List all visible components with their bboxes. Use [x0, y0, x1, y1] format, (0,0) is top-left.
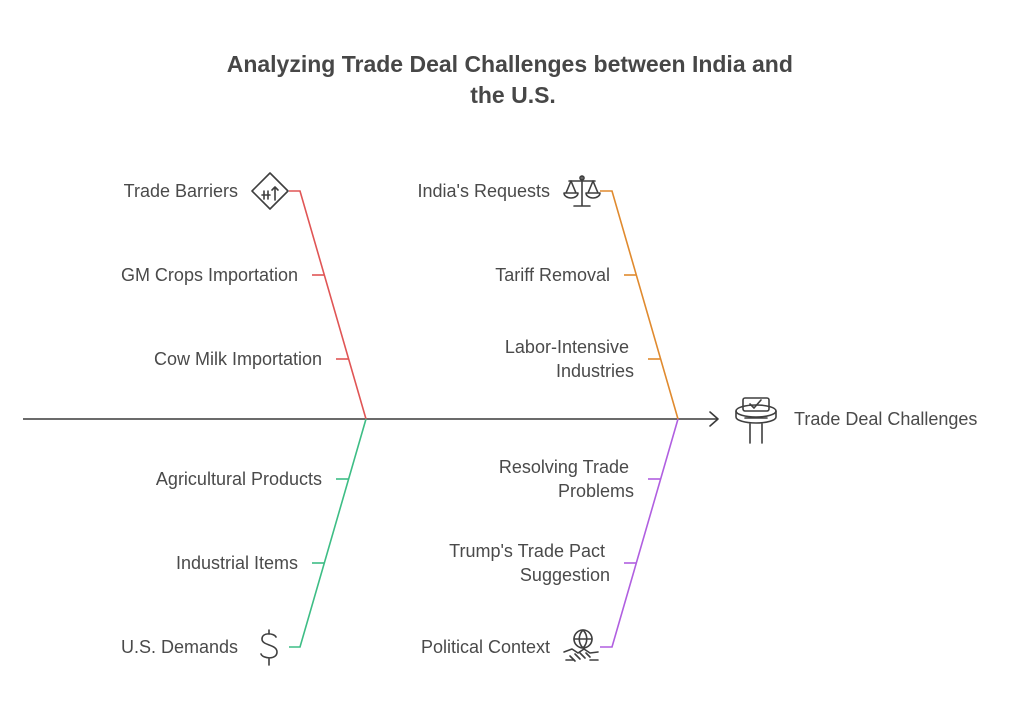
- dollar-sign-icon: [260, 629, 278, 666]
- category-label: Political Context: [421, 637, 550, 657]
- cause-label: Labor-Intensive Industries: [505, 337, 634, 381]
- ballot-box-icon: [735, 397, 777, 444]
- bone-line: [600, 418, 679, 648]
- cause-label: Agricultural Products: [156, 469, 322, 489]
- cause-label-line: Industries: [556, 361, 634, 381]
- title-line: Analyzing Trade Deal Challenges between …: [227, 51, 793, 77]
- handshake-globe-icon: [563, 629, 599, 662]
- bone-us-demands: U.S. Demands Agricultural Products Indus…: [121, 418, 367, 666]
- road-sign-icon: [251, 172, 289, 210]
- cause-label: Cow Milk Importation: [154, 349, 322, 369]
- bone-trade-barriers: Trade Barriers GM Crops Importation Cow …: [121, 172, 367, 420]
- cause-label-line: Suggestion: [520, 565, 610, 585]
- bone-indias-requests: India's Requests Tariff Removal Labor-In…: [417, 175, 679, 420]
- category-label: U.S. Demands: [121, 637, 238, 657]
- bone-political-context: Political Context Resolving Trade Proble…: [421, 418, 679, 662]
- title-line: the U.S.: [470, 82, 556, 108]
- effect-node: Trade Deal Challenges: [735, 397, 977, 444]
- cause-label: Tariff Removal: [495, 265, 610, 285]
- cause-label-line: Trump's Trade Pact: [449, 541, 605, 561]
- cause-label: GM Crops Importation: [121, 265, 298, 285]
- cause-label: Resolving Trade Problems: [499, 457, 634, 501]
- category-label: India's Requests: [417, 181, 550, 201]
- diagram-title: Analyzing Trade Deal Challenges between …: [227, 51, 800, 108]
- cause-label: Industrial Items: [176, 553, 298, 573]
- spine-arrowhead: [709, 411, 719, 427]
- category-label: Trade Barriers: [124, 181, 238, 201]
- cause-label-line: Resolving Trade: [499, 457, 629, 477]
- bone-line: [289, 190, 367, 420]
- bone-line: [600, 190, 679, 420]
- bone-line: [289, 418, 367, 648]
- cause-label-line: Labor-Intensive: [505, 337, 629, 357]
- effect-label: Trade Deal Challenges: [794, 409, 977, 429]
- cause-label-line: Problems: [558, 481, 634, 501]
- scales-icon: [563, 175, 601, 207]
- cause-label: Trump's Trade Pact Suggestion: [449, 541, 610, 585]
